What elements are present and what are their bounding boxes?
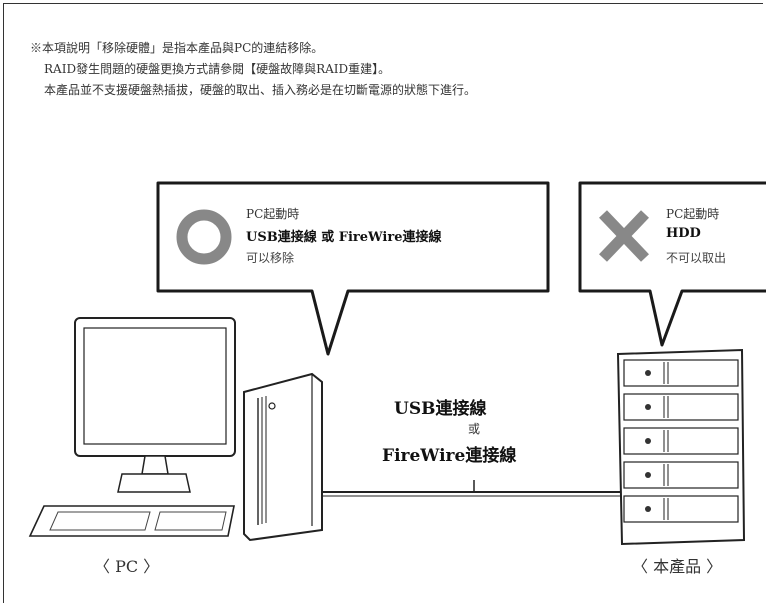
bubble-ng-time: PC起動時 [666,207,720,221]
note-line-2: RAID發生問題的硬盤更換方式請參閱【硬盤故障與RAID重建】。 [44,62,391,76]
caption-pc: 〈 PC 〉 [94,557,160,576]
note-line-3: 本產品並不支援硬盤熱插拔，硬盤的取出、插入務必是在切斷電源的狀態下進行。 [44,83,477,97]
pc-tower [243,372,323,542]
cable-label-firewire: FireWire連接線 [382,446,517,466]
note-line-1: ※本項說明「移除硬體」是指本產品與PC的連結移除。 [30,41,324,55]
connection-cable [322,480,620,497]
raid-product [616,348,746,546]
bubble-ok-time: PC起動時 [246,207,300,221]
pc-monitor [74,317,236,493]
cable-label-or: 或 [468,422,481,436]
speech-bubble-ok [156,181,550,356]
cable-label-usb: USB連接線 [394,399,487,419]
figure-frame [3,3,763,603]
notes-block: ※本項說明「移除硬體」是指本產品與PC的連結移除。 RAID發生問題的硬盤更換方… [30,38,476,101]
speech-bubble-ng [578,181,766,347]
caption-product: 〈 本產品 〉 [632,557,723,576]
cross-ng-icon [599,210,649,262]
bubble-ok-item: USB連接線 或 FireWire連接線 [246,230,442,245]
pc-keyboard [28,505,235,537]
bubble-ok-result: 可以移除 [246,251,295,265]
circle-ok-icon [176,209,232,265]
bubble-ng-result: 不可以取出 [666,251,727,265]
bubble-ng-item: HDD [666,226,701,241]
